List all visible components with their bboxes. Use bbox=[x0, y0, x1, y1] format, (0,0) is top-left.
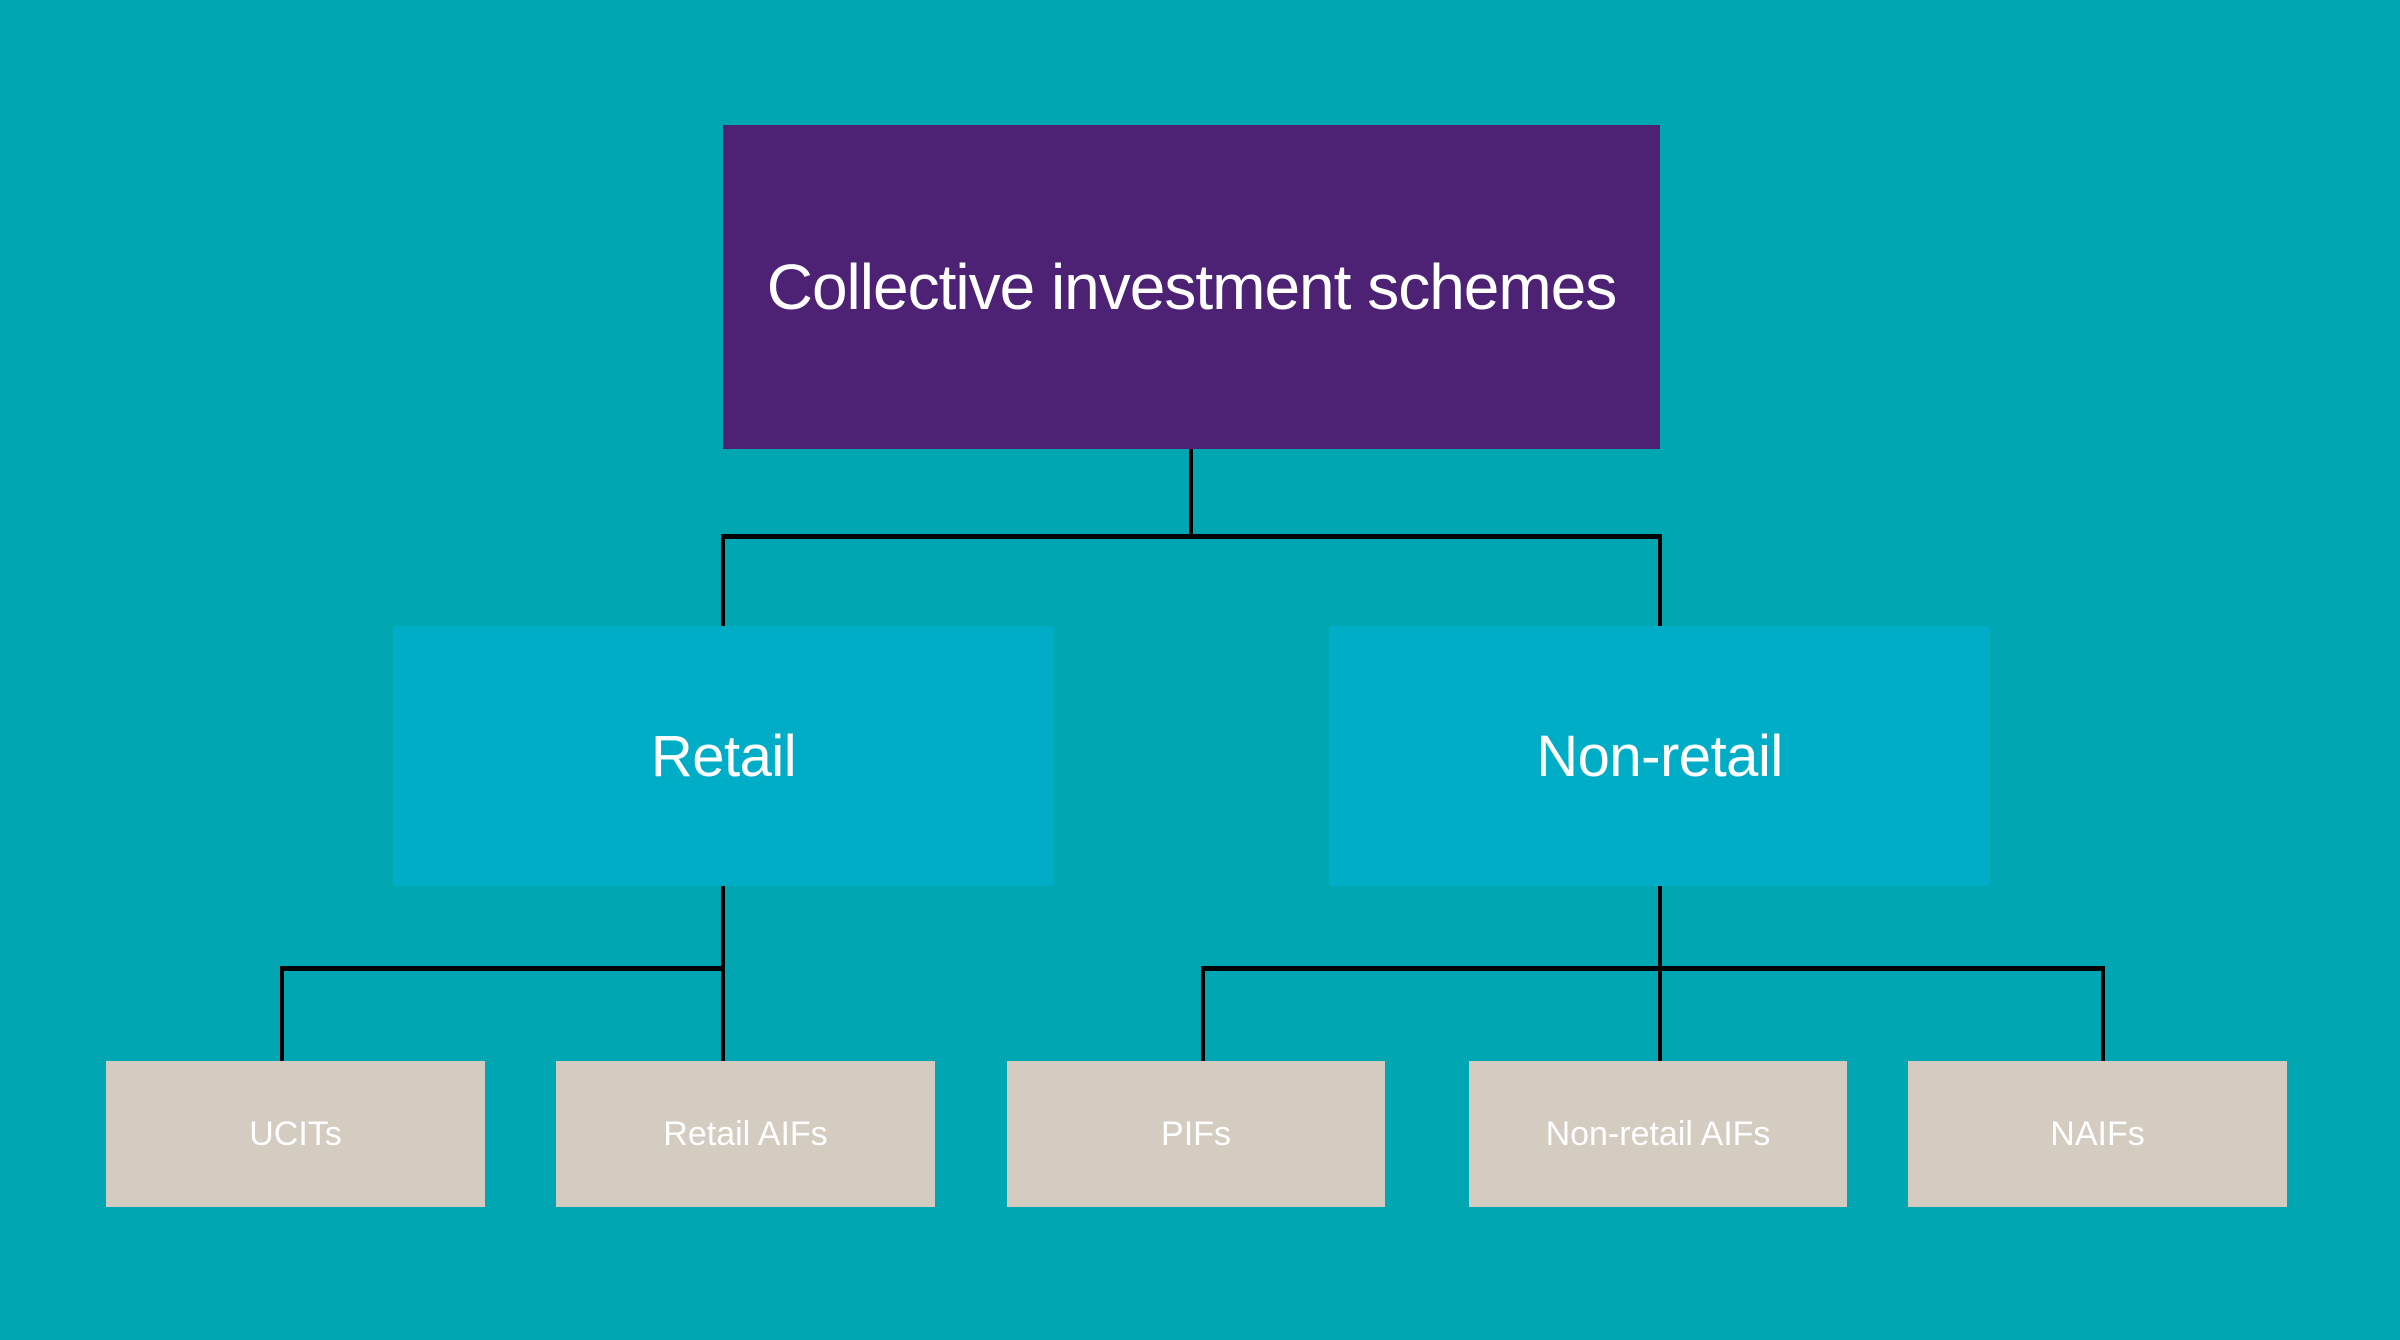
node-label: PIFs bbox=[1161, 1114, 1231, 1153]
node-label: Retail AIFs bbox=[663, 1114, 828, 1153]
node-label: UCITs bbox=[249, 1114, 342, 1153]
connector-non-retail-crossbar bbox=[1201, 966, 2105, 971]
connector-level1-crossbar bbox=[721, 534, 1662, 539]
node-non-retail-aifs: Non-retail AIFs bbox=[1469, 1061, 1847, 1207]
connector-non-retail-drop bbox=[1658, 534, 1662, 626]
node-label: Non-retail bbox=[1536, 723, 1783, 789]
node-non-retail: Non-retail bbox=[1329, 626, 1990, 886]
node-naifs: NAIFs bbox=[1908, 1061, 2287, 1207]
node-label: NAIFs bbox=[2050, 1114, 2145, 1153]
node-ucits: UCITs bbox=[106, 1061, 485, 1207]
connector-naifs-drop bbox=[2101, 966, 2105, 1061]
connector-ucits-drop bbox=[280, 966, 284, 1061]
connector-retail-crossbar bbox=[280, 966, 725, 971]
node-retail: Retail bbox=[393, 626, 1054, 886]
node-label: Retail bbox=[650, 723, 797, 789]
connector-root-stem bbox=[1189, 449, 1193, 539]
node-label: Collective investment schemes bbox=[766, 251, 1618, 323]
node-collective-investment-schemes: Collective investment schemes bbox=[723, 125, 1660, 449]
node-pifs: PIFs bbox=[1007, 1061, 1385, 1207]
connector-retail-stem bbox=[721, 886, 725, 1061]
connector-non-retail-stem bbox=[1658, 886, 1662, 1061]
node-label: Non-retail AIFs bbox=[1545, 1114, 1771, 1153]
connector-retail-drop bbox=[721, 534, 725, 626]
connector-pifs-drop bbox=[1201, 966, 1205, 1061]
node-retail-aifs: Retail AIFs bbox=[556, 1061, 935, 1207]
